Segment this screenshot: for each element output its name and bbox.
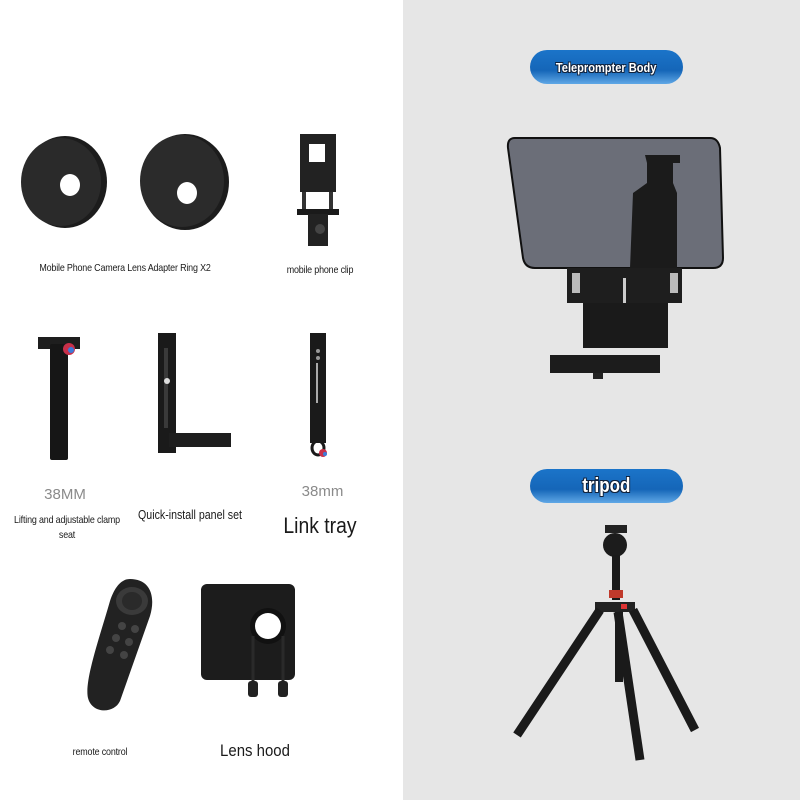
size-tag-clamp: 38MM (44, 486, 86, 503)
size-tag-link-tray: 38mm (301, 483, 344, 500)
teleprompter-body-image (506, 137, 725, 379)
badge-teleprompter-text: Teleprompter Body (556, 59, 657, 75)
phone-clip-image (297, 134, 339, 246)
main-items-panel (403, 0, 800, 800)
label-panel-set: Quick-install panel set (138, 508, 242, 522)
adapter-ring-image-2 (140, 134, 229, 230)
tripod-image (513, 525, 699, 761)
label-adapter-ring: Mobile Phone Camera Lens Adapter Ring X2 (39, 262, 211, 274)
label-clamp-seat: Lifting and adjustable clamp seat (14, 514, 120, 541)
badge-tripod: tripod (530, 469, 683, 503)
label-remote: remote control (72, 746, 128, 758)
clamp-seat-image (38, 337, 80, 460)
lens-hood-image (201, 584, 295, 697)
panel-set-image (158, 333, 231, 453)
label-link-tray: Link tray (283, 513, 357, 538)
badge-tripod-text: tripod (582, 474, 631, 497)
label-phone-clip: mobile phone clip (286, 264, 354, 276)
adapter-ring-image-1 (21, 136, 107, 228)
badge-teleprompter-body: Teleprompter Body (530, 50, 683, 84)
label-lens-hood: Lens hood (220, 741, 290, 760)
link-tray-image (310, 333, 327, 457)
remote-control-image (87, 579, 153, 711)
